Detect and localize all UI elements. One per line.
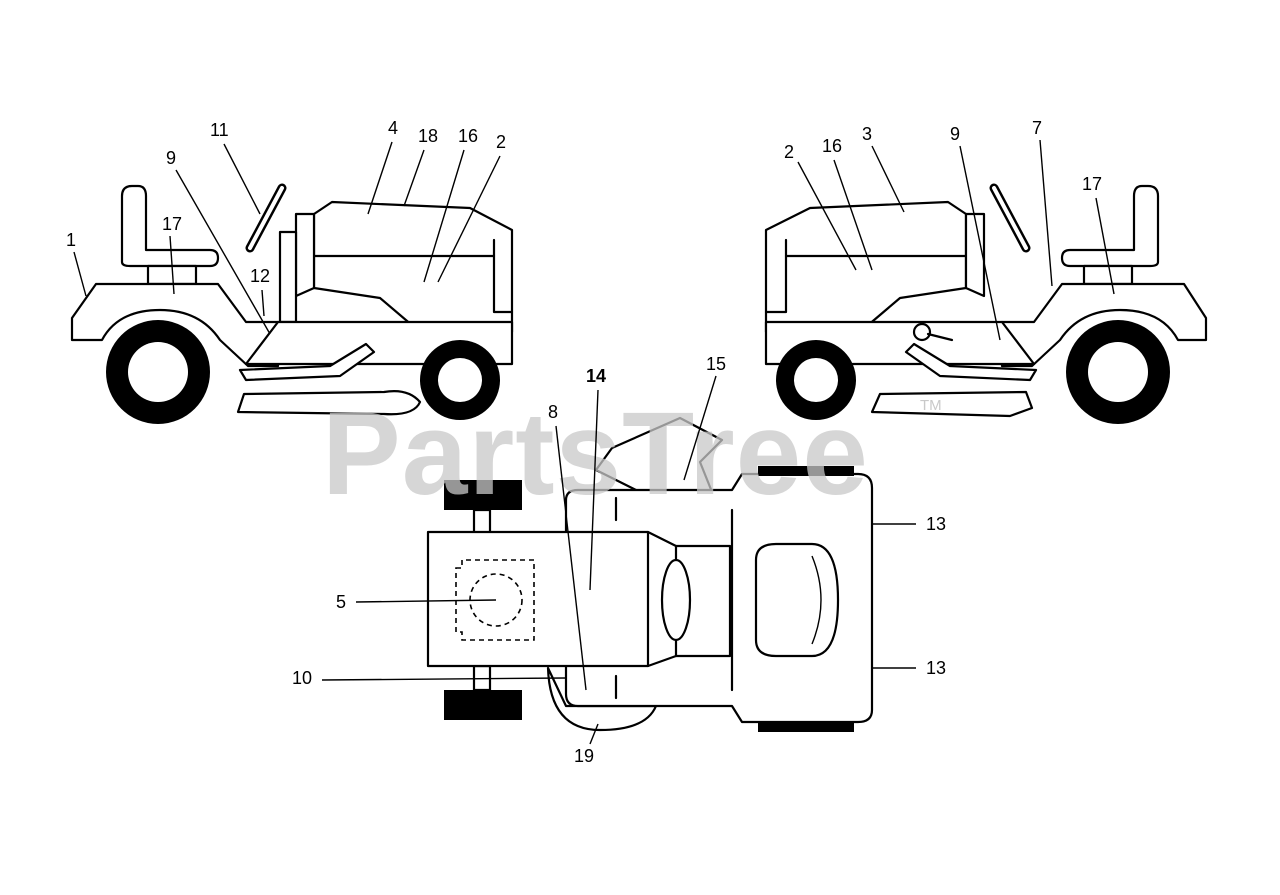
watermark-trademark: TM xyxy=(920,397,942,414)
callout: 17 xyxy=(1082,174,1102,194)
callout: 19 xyxy=(574,746,594,766)
left-side-view xyxy=(70,183,514,424)
callout: 16 xyxy=(822,136,842,156)
callout: 13 xyxy=(926,514,946,534)
top-view xyxy=(426,416,874,732)
right-view-callouts: 2 16 3 9 7 17 xyxy=(784,118,1102,194)
callout: 12 xyxy=(250,266,270,286)
key-knob xyxy=(912,322,932,342)
footrest xyxy=(904,342,1038,382)
front-wheel-hub xyxy=(794,358,838,402)
seat xyxy=(120,184,220,268)
callout: 10 xyxy=(292,668,312,688)
steering-wheel xyxy=(248,186,284,250)
mower-deck xyxy=(870,390,1034,418)
steering-top xyxy=(660,558,692,642)
steering-column xyxy=(278,230,298,324)
leader-lines xyxy=(73,139,1115,745)
grille-line xyxy=(492,238,514,314)
left-view-callouts: 1 17 9 11 12 4 18 16 2 xyxy=(66,118,506,286)
top-view-callouts: 14 15 8 5 10 19 13 13 xyxy=(292,354,946,766)
callout: 16 xyxy=(458,126,478,146)
seat xyxy=(1060,184,1160,268)
callout: 8 xyxy=(548,402,558,422)
seat-base xyxy=(1082,264,1134,286)
callout: 2 xyxy=(784,142,794,162)
callout: 2 xyxy=(496,132,506,152)
callout: 15 xyxy=(706,354,726,374)
callout: 4 xyxy=(388,118,398,138)
callout: 11 xyxy=(210,120,229,140)
rear-wheel-hub xyxy=(128,342,188,402)
hood xyxy=(764,200,968,334)
callout: 3 xyxy=(862,124,872,144)
deck-edge xyxy=(546,666,658,732)
key-stem xyxy=(926,332,954,342)
rear-tire-bottom xyxy=(758,722,854,732)
seat-top xyxy=(754,542,840,658)
hood-top xyxy=(426,530,732,668)
callout: 9 xyxy=(166,148,176,168)
callout: 13 xyxy=(926,658,946,678)
engine-outline xyxy=(455,559,535,641)
front-wheel-hub xyxy=(438,358,482,402)
grille-line xyxy=(764,238,788,314)
callout: 9 xyxy=(950,124,960,144)
seat-contour xyxy=(811,555,822,645)
rear-tire-top xyxy=(758,466,854,476)
callout: 18 xyxy=(418,126,438,146)
dash-panel xyxy=(294,212,316,298)
callout: 7 xyxy=(1032,118,1042,138)
hood xyxy=(312,200,514,334)
front-tire-top xyxy=(444,480,522,510)
callout: 17 xyxy=(162,214,182,234)
footrest xyxy=(238,342,376,382)
right-side-view xyxy=(764,183,1208,424)
front-tire-bottom xyxy=(444,690,522,720)
dash-panel xyxy=(964,212,986,298)
callout: 14 xyxy=(586,366,606,386)
rear-wheel-hub xyxy=(1088,342,1148,402)
callout: 5 xyxy=(336,592,346,612)
steering-wheel xyxy=(992,186,1028,250)
mower-deck xyxy=(236,390,422,416)
callout: 1 xyxy=(66,230,76,250)
